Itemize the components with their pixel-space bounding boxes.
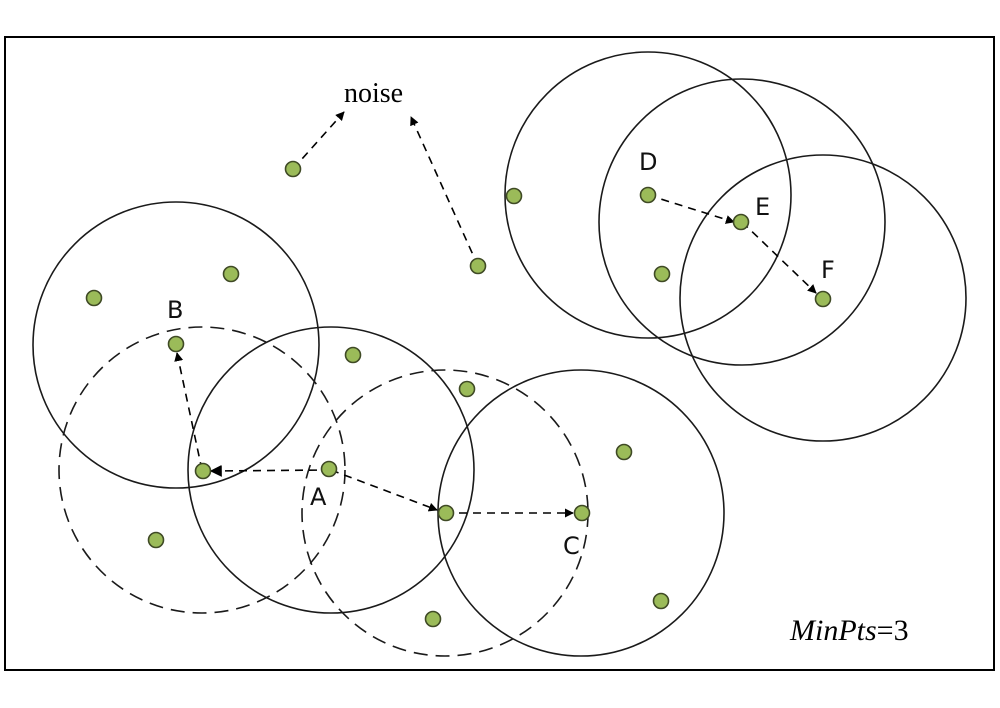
data-points (85, 160, 832, 628)
data-point (147, 531, 165, 549)
data-point (615, 443, 633, 461)
arrow-noise-right (410, 116, 479, 267)
point-e (732, 213, 750, 231)
arrow-a-to-left (209, 464, 332, 477)
point-b (167, 335, 185, 353)
circle-b (32, 201, 320, 489)
minpts-value: =3 (877, 614, 909, 647)
point-d (639, 186, 657, 204)
noise-point-left (284, 160, 302, 178)
core-point-middle (437, 504, 455, 522)
reachability-arrows (174, 111, 817, 518)
circle-f (679, 154, 967, 442)
core-point-left (194, 462, 212, 480)
arrow-e-to-f (741, 221, 817, 294)
neighbourhood-circles (32, 51, 967, 657)
data-point (222, 265, 240, 283)
circle-e (598, 78, 886, 366)
circle-d (504, 51, 792, 339)
data-point (424, 610, 442, 628)
arrow-d-to-e (647, 194, 735, 224)
point-a (320, 460, 338, 478)
arrow-left-to-b (174, 352, 203, 471)
circle-a (187, 326, 475, 614)
arrow-noise-left (292, 111, 345, 170)
noise-point-right (469, 257, 487, 275)
noise-label: noise (344, 78, 403, 109)
label-e: E (755, 193, 770, 221)
data-point (344, 346, 362, 364)
arrow-a-to-middle (330, 469, 438, 512)
diagram-frame (4, 36, 995, 671)
circle-dashed-left (58, 326, 346, 614)
label-c: C (563, 532, 580, 560)
label-d: D (639, 148, 657, 176)
point-f (814, 290, 832, 308)
label-f: F (821, 256, 835, 284)
point-c (573, 504, 591, 522)
data-point (505, 187, 523, 205)
data-point (458, 380, 476, 398)
minpts-name: MinPts (789, 614, 877, 647)
data-point (85, 289, 103, 307)
data-point (653, 265, 671, 283)
minpts-annotation: MinPts=3 (789, 614, 909, 647)
label-a: A (310, 483, 327, 511)
label-b: B (167, 296, 183, 324)
data-point (652, 592, 670, 610)
